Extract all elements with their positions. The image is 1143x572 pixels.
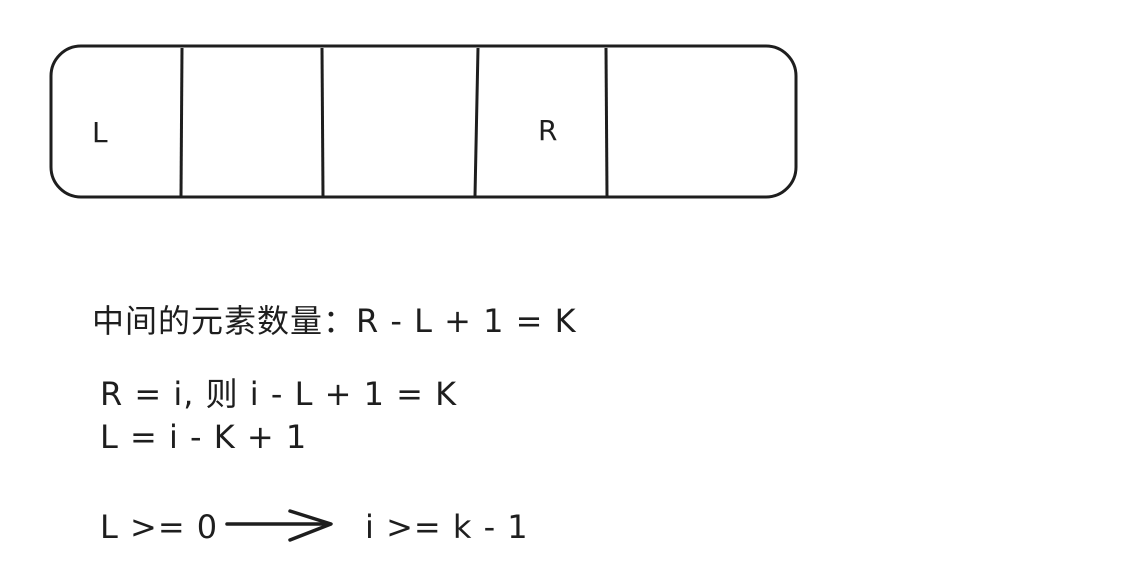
array-box: [49, 44, 798, 199]
cell-divider: [604, 47, 609, 197]
implication-left: L >= 0: [100, 508, 218, 546]
implication-arrow: [225, 509, 333, 542]
cell-divider: [473, 47, 480, 197]
cell-label-right: R: [538, 114, 557, 147]
cell-divider: [179, 47, 184, 197]
implication-right: i >= k - 1: [365, 508, 529, 546]
cell-label-left: L: [92, 116, 108, 149]
formula-line-substitute: R = i, 则 i - L + 1 = K: [100, 375, 457, 413]
cell-divider: [320, 47, 325, 197]
formula-line-count: 中间的元素数量：R - L + 1 = K: [92, 302, 577, 340]
formula-line-solve: L = i - K + 1: [100, 418, 307, 456]
